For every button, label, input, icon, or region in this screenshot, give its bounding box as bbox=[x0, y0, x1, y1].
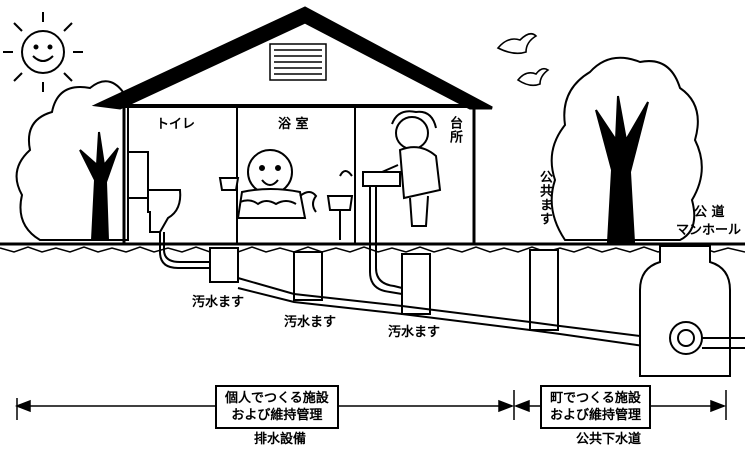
label-public-basin: 公共ます bbox=[537, 170, 552, 226]
kitchen-person-icon bbox=[326, 110, 442, 227]
label-public-road: 公 道 bbox=[694, 205, 725, 220]
ground-line bbox=[0, 242, 745, 253]
label-sewage-basin-3: 汚水ます bbox=[388, 325, 441, 340]
room-label-kitchen: 台所 bbox=[447, 116, 462, 144]
town-facility-line2: および維持管理 bbox=[550, 408, 642, 423]
main-pipe bbox=[237, 277, 673, 351]
bath-person-icon bbox=[218, 149, 318, 219]
private-facility-box: 個人でつくる施設 および維持管理 bbox=[215, 385, 339, 429]
sun-icon bbox=[3, 12, 83, 92]
private-facility-caption: 排水設備 bbox=[254, 432, 307, 447]
fixture-pipes bbox=[159, 186, 403, 295]
private-facility-line2: および維持管理 bbox=[231, 408, 323, 423]
toilet-icon bbox=[127, 151, 182, 233]
right-tree-icon bbox=[550, 56, 703, 243]
label-sewage-basin-1: 汚水ます bbox=[192, 295, 245, 310]
room-label-bath: 浴 室 bbox=[278, 117, 309, 132]
manhole-icon bbox=[639, 245, 745, 377]
room-label-toilet: トイレ bbox=[156, 117, 196, 132]
bird-icon bbox=[496, 32, 550, 87]
left-tree-icon bbox=[15, 80, 129, 241]
label-manhole: マンホール bbox=[676, 223, 742, 238]
town-facility-caption: 公共下水道 bbox=[576, 432, 642, 447]
house-walls bbox=[122, 108, 476, 244]
town-facility-box: 町でつくる施設 および維持管理 bbox=[540, 385, 652, 429]
private-facility-line1: 個人でつくる施設 bbox=[225, 391, 329, 406]
town-facility-line1: 町でつくる施設 bbox=[550, 391, 641, 406]
label-sewage-basin-2: 汚水ます bbox=[284, 315, 337, 330]
vent-icon bbox=[269, 43, 327, 81]
house-roof bbox=[91, 6, 493, 110]
sewage-basins bbox=[209, 247, 559, 331]
